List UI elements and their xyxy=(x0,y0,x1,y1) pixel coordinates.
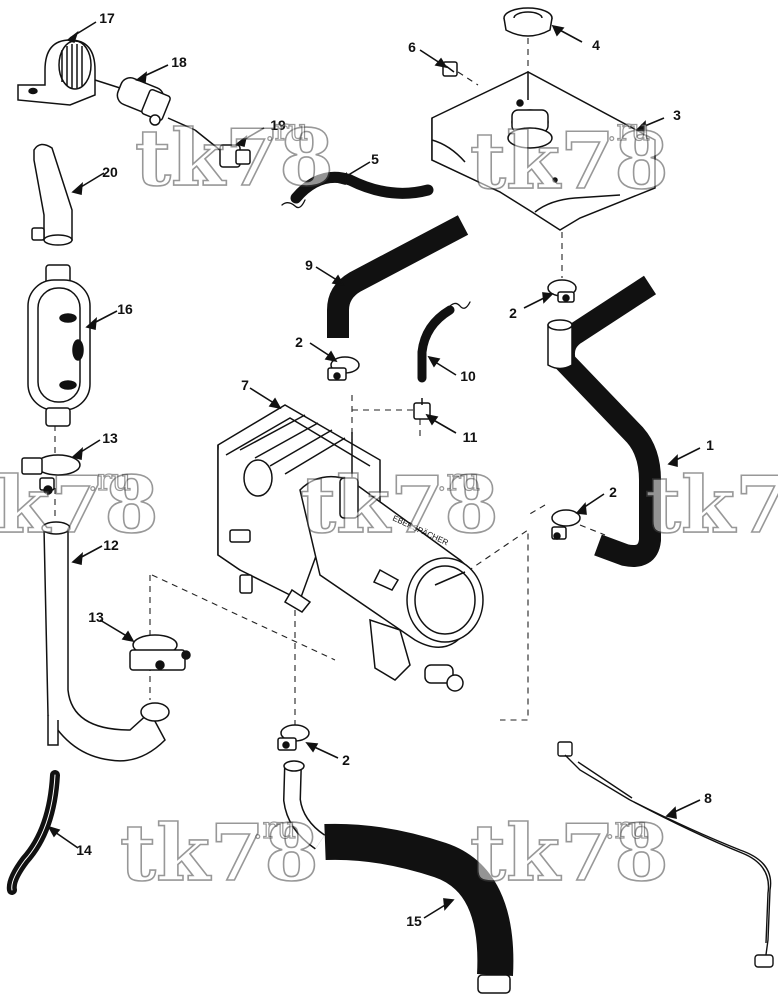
nipple-11 xyxy=(413,398,431,420)
muffler-15 xyxy=(27,264,91,427)
hose-10 xyxy=(417,301,471,383)
sensor-cable-8 xyxy=(557,741,774,968)
watermark-5: tk78 xyxy=(645,460,778,551)
clamp-13-upper xyxy=(21,454,81,495)
callout-2-right: 2 xyxy=(609,484,617,500)
fuel-pump-17 xyxy=(94,77,196,131)
callout-4: 4 xyxy=(592,37,600,53)
callout-18: 19 xyxy=(270,117,286,133)
callout-20: 20 xyxy=(102,164,118,180)
plug-6 xyxy=(442,61,458,77)
callout-15: 16 xyxy=(117,301,133,317)
bracket-16 xyxy=(17,39,96,106)
exhaust-pipe-12 xyxy=(41,521,170,762)
callout-2-top: 2 xyxy=(509,305,517,321)
watermark-7-suffix: .ru xyxy=(605,811,648,846)
watermark-3: tk78 xyxy=(0,460,159,551)
callout-2-bottom: 2 xyxy=(342,752,350,768)
hose-5 xyxy=(281,171,434,209)
hose-14 xyxy=(6,770,60,895)
clamp-13-lower xyxy=(129,634,191,671)
clamp-2-left xyxy=(327,356,360,381)
exhaust-pipe-20 xyxy=(31,143,73,246)
watermark-2-suffix: .ru xyxy=(265,113,308,148)
assembly-guide-lines xyxy=(54,38,606,740)
callout-14: 14 xyxy=(76,842,92,858)
hose-1 xyxy=(547,275,661,567)
watermark-4: tk78 xyxy=(300,460,499,551)
filler-cap-4 xyxy=(503,7,553,37)
callout-3: 3 xyxy=(673,107,681,123)
callout-11: 11 xyxy=(463,429,478,445)
callout-7: 7 xyxy=(241,377,249,393)
watermark-4-suffix: .ru xyxy=(437,463,480,498)
watermarks: tk78 .ru tk78 .ru tk78 .ru tk78 .ru tk78… xyxy=(0,112,778,900)
leader-arrows xyxy=(47,21,701,919)
clamp-2-right xyxy=(551,509,581,540)
hose-19 xyxy=(282,760,514,994)
callout-6: 6 xyxy=(408,39,416,55)
callout-16: 17 xyxy=(99,10,115,26)
callout-13-lower: 13 xyxy=(88,609,104,625)
callout-13-upper: 13 xyxy=(102,430,118,446)
callout-12: 12 xyxy=(103,537,119,553)
callout-labels: 17 18 19 20 4 6 3 5 9 16 2 2 10 7 1 11 1… xyxy=(76,10,714,929)
watermark-1: tk78 xyxy=(470,116,669,207)
clamp-2-top xyxy=(547,279,577,303)
watermark-6: tk78 xyxy=(120,808,319,899)
watermark-2: tk78 xyxy=(135,113,334,204)
reservoir-tank-3 xyxy=(431,71,656,231)
hose-9 xyxy=(327,215,469,338)
callout-5: 5 xyxy=(371,151,379,167)
callout-1: 1 xyxy=(706,437,714,453)
callout-19: 15 xyxy=(406,913,422,929)
callout-17: 18 xyxy=(171,54,187,70)
watermark-3-suffix: .ru xyxy=(88,463,131,498)
callout-2-left: 2 xyxy=(295,334,303,350)
watermark-7: tk78 xyxy=(470,808,669,899)
callout-9: 9 xyxy=(305,257,313,273)
connector-18 xyxy=(194,129,251,168)
heater-7: EBERSPÄCHER xyxy=(217,404,484,692)
watermark-1-suffix: .ru xyxy=(607,113,650,148)
clamp-2-bottom xyxy=(277,724,310,751)
watermark-6-suffix: .ru xyxy=(253,811,296,846)
callout-10: 10 xyxy=(460,368,476,384)
callout-8: 8 xyxy=(704,790,712,806)
